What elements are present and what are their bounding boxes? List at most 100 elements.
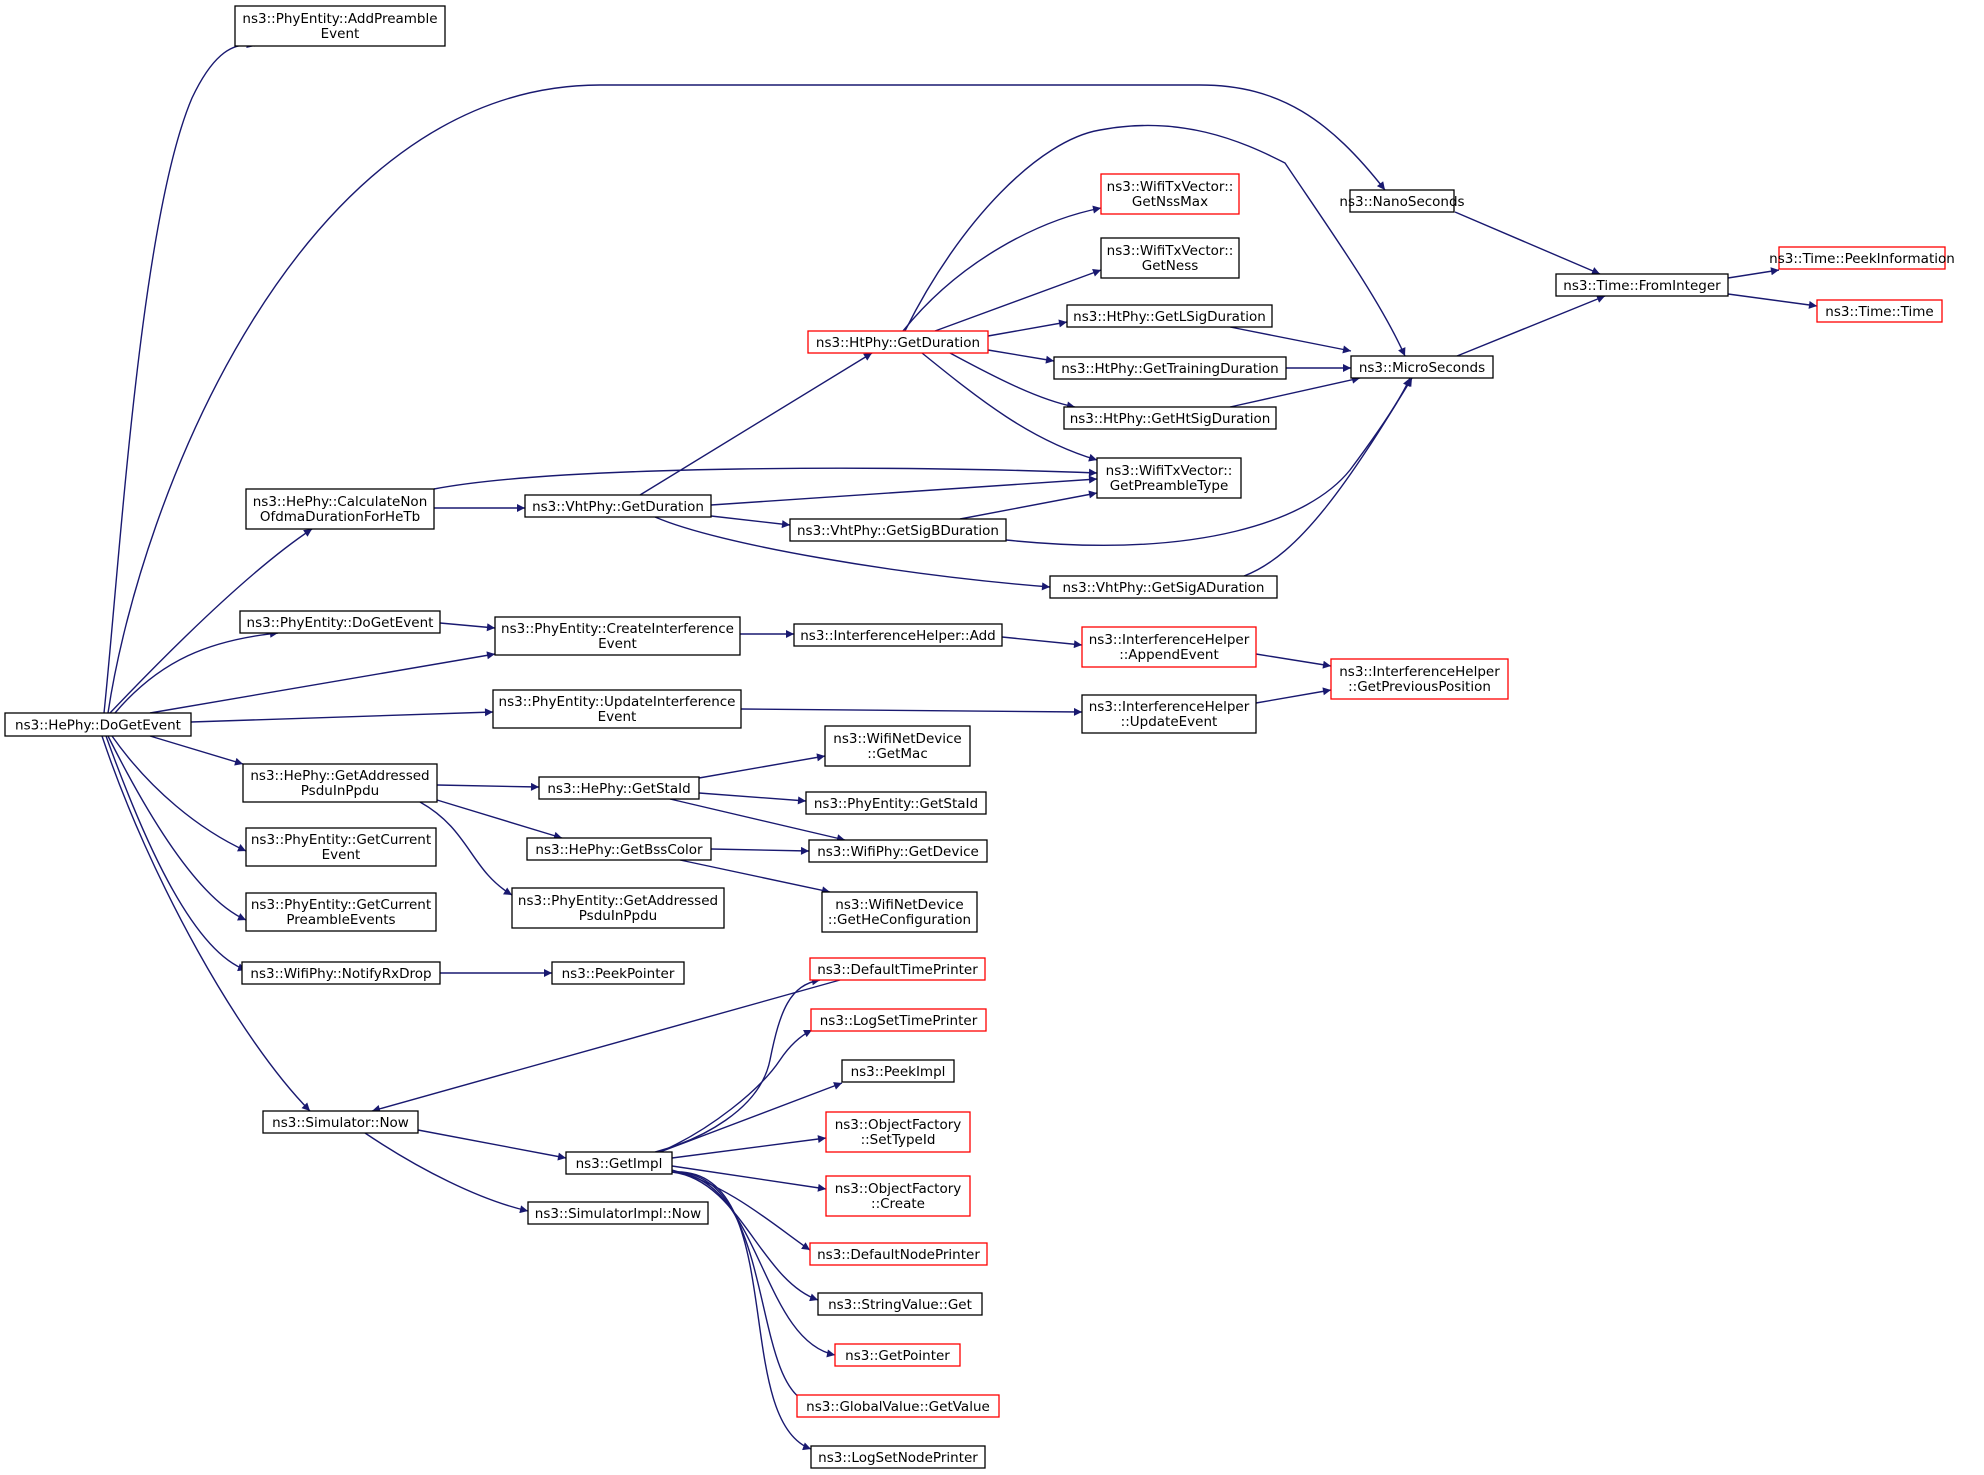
node-htGetDuration[interactable]: ns3::HtPhy::GetDuration — [807, 330, 989, 354]
node-ihAdd[interactable]: ns3::InterferenceHelper::Add — [793, 623, 1003, 647]
node-getImpl[interactable]: ns3::GetImpl — [565, 1151, 673, 1175]
node-peekInfo[interactable]: ns3::Time::PeekInformation — [1769, 246, 1955, 270]
edge-getImpl-to-peekImpl — [659, 1082, 843, 1153]
node-label: ns3::InterferenceHelper — [1339, 664, 1500, 680]
node-getTraining[interactable]: ns3::HtPhy::GetTrainingDuration — [1053, 356, 1287, 380]
node-wndGetMac[interactable]: ns3::WifiNetDevice::GetMac — [824, 725, 971, 767]
node-peGetStaId[interactable]: ns3::PhyEntity::GetStaId — [805, 791, 987, 815]
node-label: ns3::NanoSeconds — [1339, 194, 1464, 210]
node-svGet[interactable]: ns3::StringValue::Get — [817, 1292, 983, 1316]
node-defTimePrinter[interactable]: ns3::DefaultTimePrinter — [809, 957, 986, 981]
node-label: ns3::GlobalValue::GetValue — [806, 1399, 990, 1415]
node-label: ::GetMac — [867, 746, 928, 762]
node-getNess[interactable]: ns3::WifiTxVector::GetNess — [1100, 237, 1240, 279]
node-ofSetTypeId[interactable]: ns3::ObjectFactory::SetTypeId — [825, 1111, 971, 1153]
edge-root-to-nanoSeconds — [107, 84, 1386, 714]
edge-simNow-to-getImpl — [417, 1129, 567, 1161]
node-gvGetValue[interactable]: ns3::GlobalValue::GetValue — [796, 1394, 1000, 1418]
node-heGetStaId[interactable]: ns3::HePhy::GetStaId — [538, 776, 700, 800]
node-label: Event — [321, 26, 360, 42]
node-timeTime[interactable]: ns3::Time::Time — [1816, 299, 1943, 323]
node-fromInteger[interactable]: ns3::Time::FromInteger — [1555, 273, 1729, 297]
node-heGetBssColor[interactable]: ns3::HePhy::GetBssColor — [526, 837, 712, 861]
edge-getHtSig-to-microSeconds — [1229, 375, 1361, 408]
node-simNow[interactable]: ns3::Simulator::Now — [262, 1110, 419, 1134]
edge-root-to-createInterf — [149, 651, 496, 714]
node-label: ns3::PhyEntity::GetCurrent — [251, 897, 431, 913]
node-ihUpdate[interactable]: ns3::InterferenceHelper::UpdateEvent — [1081, 694, 1257, 734]
edge-getSigB-to-getPreambleType — [959, 490, 1098, 520]
node-box — [807, 330, 989, 354]
node-getPreambleType[interactable]: ns3::WifiTxVector::GetPreambleType — [1096, 457, 1242, 499]
node-box — [527, 1201, 709, 1225]
node-label: ns3::Simulator::Now — [272, 1115, 409, 1131]
node-calcNon[interactable]: ns3::HePhy::CalculateNonOfdmaDurationFor… — [245, 488, 435, 530]
edge-getImpl-to-getPointer — [671, 1171, 836, 1358]
edge-microSeconds-to-fromInteger — [1456, 295, 1606, 357]
node-root[interactable]: ns3::HePhy::DoGetEvent — [4, 712, 192, 737]
edge-heGetBssColor-to-wndGetHeConf — [679, 859, 831, 895]
node-peekImpl[interactable]: ns3::PeekImpl — [841, 1059, 955, 1083]
node-box — [1063, 406, 1277, 430]
node-box — [809, 1242, 988, 1266]
node-ofCreate[interactable]: ns3::ObjectFactory::Create — [825, 1175, 971, 1217]
node-simImplNow[interactable]: ns3::SimulatorImpl::Now — [527, 1201, 709, 1225]
node-box — [538, 776, 700, 800]
node-logSetNodePrinter[interactable]: ns3::LogSetNodePrinter — [810, 1445, 986, 1469]
edge-getImpl-to-gvGetValue — [671, 1171, 808, 1403]
edge-getImpl-to-defTimePrinter — [654, 977, 821, 1153]
edge-root-to-getAddrPsdu — [149, 735, 244, 766]
edge-vhtGetDuration-to-getSigA — [654, 516, 1051, 591]
edge-root-to-getCurEvent — [111, 735, 247, 852]
node-label: ns3::WifiTxVector:: — [1107, 179, 1234, 195]
node-logSetTimePrinter[interactable]: ns3::LogSetTimePrinter — [810, 1008, 987, 1032]
node-getHtSig[interactable]: ns3::HtPhy::GetHtSigDuration — [1063, 406, 1277, 430]
node-label: ns3::WifiTxVector:: — [1106, 463, 1233, 479]
node-box — [245, 488, 435, 530]
node-getSigA[interactable]: ns3::VhtPhy::GetSigADuration — [1049, 575, 1278, 599]
node-ihAppend[interactable]: ns3::InterferenceHelper::AppendEvent — [1081, 626, 1257, 668]
node-label: Event — [322, 847, 361, 863]
edge-heGetStaId-to-wpGetDevice — [669, 798, 846, 843]
node-box — [1081, 694, 1257, 734]
node-label: ns3::LogSetTimePrinter — [820, 1013, 978, 1029]
node-label: ns3::WifiNetDevice — [835, 897, 963, 913]
node-getNssMax[interactable]: ns3::WifiTxVector::GetNssMax — [1100, 173, 1240, 215]
node-label: ns3::HtPhy::GetHtSigDuration — [1070, 411, 1271, 427]
edge-vhtGetDuration-to-htGetDuration — [639, 352, 873, 496]
node-peekPointer[interactable]: ns3::PeekPointer — [551, 961, 685, 985]
edge-vhtGetDuration-to-getPreambleType — [710, 475, 1098, 506]
node-microSeconds[interactable]: ns3::MicroSeconds — [1350, 355, 1494, 379]
node-label: ns3::WifiNetDevice — [833, 731, 961, 747]
node-label: PreambleEvents — [286, 912, 395, 928]
node-label: ns3::WifiPhy::NotifyRxDrop — [250, 966, 431, 982]
node-wpGetDevice[interactable]: ns3::WifiPhy::GetDevice — [808, 839, 988, 863]
node-getPointer[interactable]: ns3::GetPointer — [834, 1343, 961, 1367]
node-box — [1349, 189, 1455, 213]
node-box — [809, 957, 986, 981]
node-peDoGet[interactable]: ns3::PhyEntity::DoGetEvent — [239, 610, 441, 634]
node-label: ns3::PhyEntity::DoGetEvent — [247, 615, 434, 631]
edge-root-to-calcNon — [109, 528, 313, 714]
node-defNodePrinter[interactable]: ns3::DefaultNodePrinter — [809, 1242, 988, 1266]
node-label: PsduInPpdu — [579, 908, 657, 924]
node-box — [834, 1343, 961, 1367]
node-getSigB[interactable]: ns3::VhtPhy::GetSigBDuration — [789, 518, 1007, 542]
node-ihPrevPos[interactable]: ns3::InterferenceHelper::GetPreviousPosi… — [1330, 658, 1509, 700]
node-box — [1330, 658, 1509, 700]
node-wndGetHeConf[interactable]: ns3::WifiNetDevice::GetHeConfiguration — [821, 891, 978, 933]
node-box — [821, 891, 978, 933]
node-box — [1066, 304, 1273, 328]
node-notifyRxDrop[interactable]: ns3::WifiPhy::NotifyRxDrop — [241, 961, 441, 985]
node-nanoSeconds[interactable]: ns3::NanoSeconds — [1339, 189, 1465, 213]
node-getLSig[interactable]: ns3::HtPhy::GetLSigDuration — [1066, 304, 1273, 328]
node-vhtGetDuration[interactable]: ns3::VhtPhy::GetDuration — [524, 494, 712, 518]
